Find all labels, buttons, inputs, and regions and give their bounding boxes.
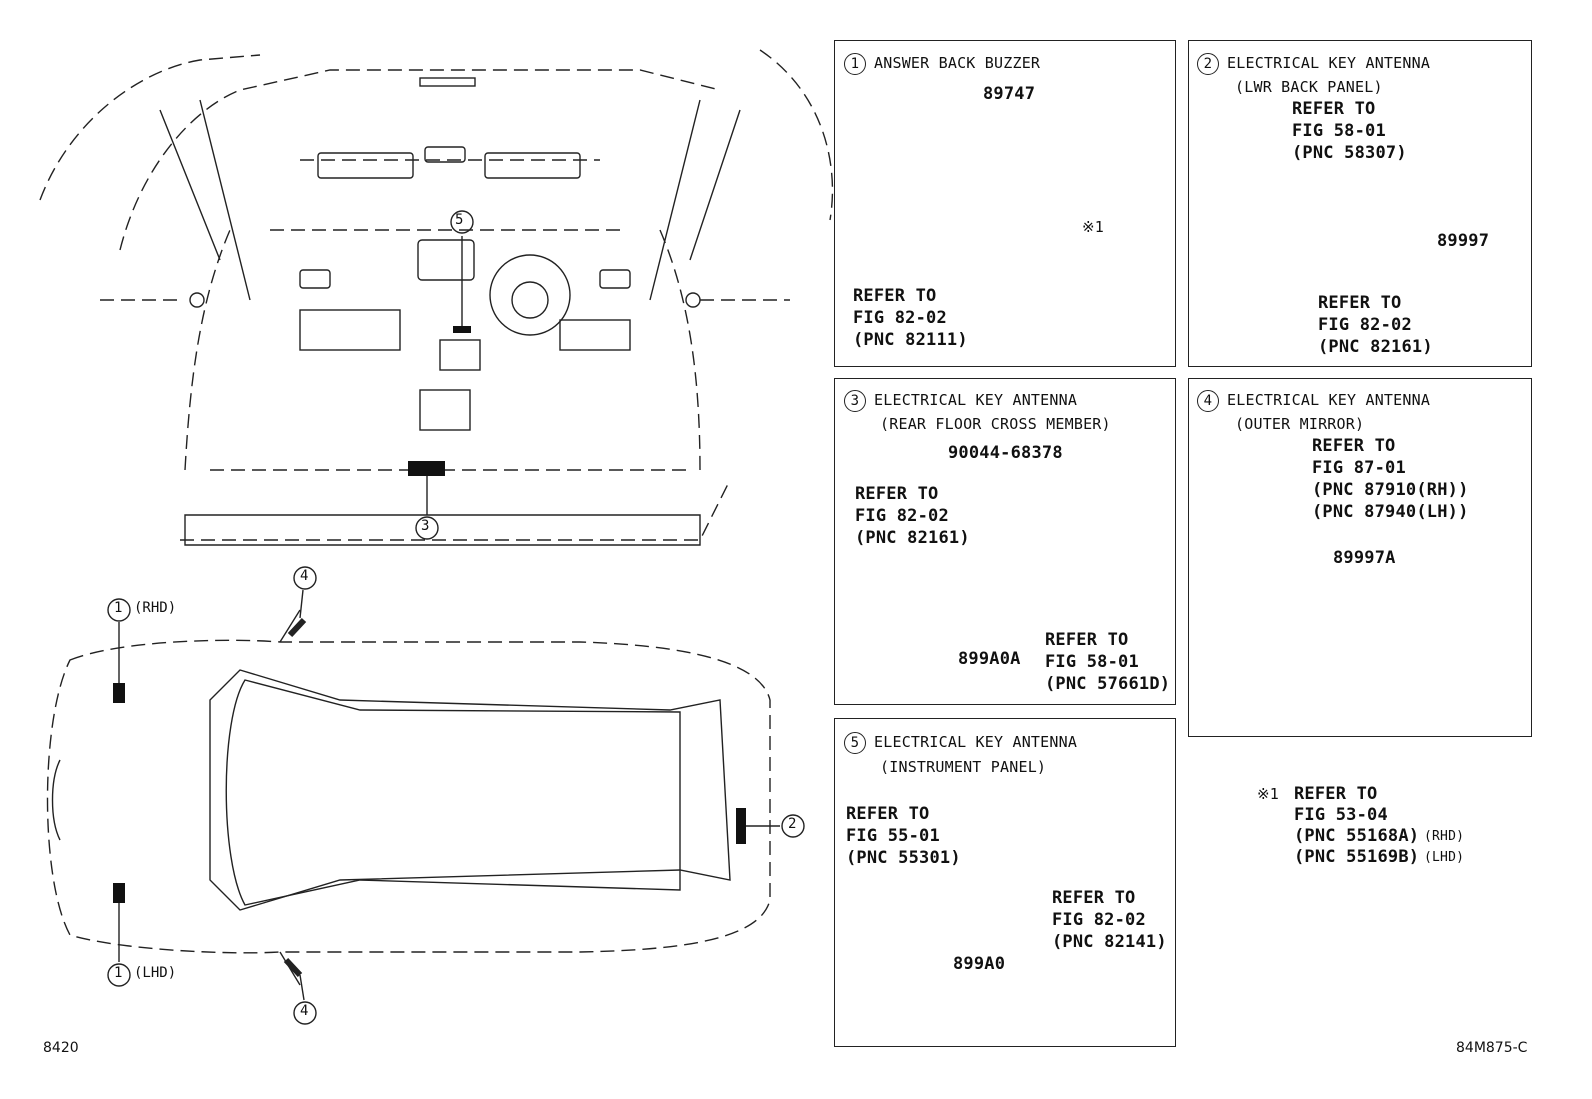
callout-1-lhd: 1 <box>114 965 123 981</box>
callout-3-interior: 3 <box>421 518 430 534</box>
part-899a0[interactable]: 899A0 <box>953 954 1006 974</box>
footnote-lhd: (LHD) <box>1424 850 1465 865</box>
panel-3-title: ELECTRICAL KEY ANTENNA <box>874 391 1078 409</box>
panel-3-number: 3 <box>844 389 866 412</box>
panel-4-subtitle: (OUTER MIRROR) <box>1235 415 1365 433</box>
part-90044-68378[interactable]: 90044-68378 <box>948 443 1063 463</box>
ref-line: REFER TO <box>846 804 930 824</box>
part-89997a[interactable]: 89997A <box>1333 548 1396 568</box>
ref-line: REFER TO <box>855 484 939 504</box>
callout-4-bottom: 4 <box>300 1003 309 1019</box>
ref-line: REFER TO <box>1318 293 1402 313</box>
ref-line: (PNC 55301) <box>846 848 961 868</box>
ref-line: (PNC 82161) <box>1318 337 1433 357</box>
ref-line: (PNC 57661D) <box>1045 674 1171 694</box>
panel-5-title: ELECTRICAL KEY ANTENNA <box>874 733 1078 751</box>
panel-5-subtitle: (INSTRUMENT PANEL) <box>880 758 1047 776</box>
footnote-line: REFER TO <box>1294 784 1378 804</box>
panel-1-title: ANSWER BACK BUZZER <box>874 54 1041 72</box>
footnote-rhd: (RHD) <box>1424 829 1465 844</box>
ref-line: (PNC 58307) <box>1292 143 1407 163</box>
part-899a0a[interactable]: 899A0A <box>958 649 1021 669</box>
note-mark-1: ※1 <box>1082 218 1104 236</box>
panel-2-heading: 2 ELECTRICAL KEY ANTENNA <box>1197 52 1430 75</box>
panel-4-heading: 4 ELECTRICAL KEY ANTENNA <box>1197 389 1430 412</box>
ref-line[interactable]: FIG 82-02 <box>1052 910 1146 930</box>
ref-line: (PNC 87910(RH)) <box>1312 480 1469 500</box>
callout-4-top: 4 <box>300 568 309 584</box>
panel-5-heading: 5 ELECTRICAL KEY ANTENNA <box>844 731 1077 754</box>
panel-1-number: 1 <box>844 52 866 75</box>
panel-2-number: 2 <box>1197 52 1219 75</box>
ref-line: REFER TO <box>853 286 937 306</box>
ref-line: (PNC 82161) <box>855 528 970 548</box>
panel-5-number: 5 <box>844 731 866 754</box>
ref-line[interactable]: FIG 55-01 <box>846 826 940 846</box>
ref-line: REFER TO <box>1045 630 1129 650</box>
label-lhd: (LHD) <box>134 965 177 981</box>
diagram-code: 84M875-C <box>1456 1040 1528 1056</box>
panel-4-number: 4 <box>1197 389 1219 412</box>
callout-5-interior: 5 <box>455 212 464 228</box>
panel-lwr-back-antenna <box>1188 40 1532 367</box>
panel-1-heading: 1 ANSWER BACK BUZZER <box>844 52 1040 75</box>
footnote-mark: ※1 <box>1257 785 1279 803</box>
ref-line[interactable]: FIG 58-01 <box>1292 121 1386 141</box>
footnote-line: (PNC 55169B) <box>1294 847 1420 867</box>
interior-view <box>39 49 834 541</box>
ref-line: (PNC 82141) <box>1052 932 1167 952</box>
part-89747[interactable]: 89747 <box>983 84 1036 104</box>
footnote-line: (PNC 55168A) <box>1294 826 1420 846</box>
panel-2-subtitle: (LWR BACK PANEL) <box>1235 78 1383 96</box>
panel-answer-back-buzzer <box>834 40 1176 367</box>
panel-4-title: ELECTRICAL KEY ANTENNA <box>1227 391 1431 409</box>
callout-2-exterior: 2 <box>788 816 797 832</box>
ref-line[interactable]: FIG 58-01 <box>1045 652 1139 672</box>
ref-line: (PNC 87940(LH)) <box>1312 502 1469 522</box>
illustration-number: 8420 <box>43 1040 79 1056</box>
ref-line[interactable]: FIG 87-01 <box>1312 458 1406 478</box>
panel-instrument-panel-antenna <box>834 718 1176 1047</box>
ref-line: REFER TO <box>1312 436 1396 456</box>
callout-1-rhd: 1 <box>114 600 123 616</box>
exterior-top-view <box>46 609 771 986</box>
panel-rear-floor-antenna <box>834 378 1176 705</box>
footnote-line[interactable]: FIG 53-04 <box>1294 805 1388 825</box>
label-rhd: (RHD) <box>134 600 177 616</box>
ref-line[interactable]: FIG 82-02 <box>853 308 947 328</box>
ref-line: (PNC 82111) <box>853 330 968 350</box>
ref-line: REFER TO <box>1292 99 1376 119</box>
ref-line[interactable]: FIG 82-02 <box>855 506 949 526</box>
part-89997[interactable]: 89997 <box>1437 231 1490 251</box>
panel-2-title: ELECTRICAL KEY ANTENNA <box>1227 54 1431 72</box>
ref-line[interactable]: FIG 82-02 <box>1318 315 1412 335</box>
panel-3-subtitle: (REAR FLOOR CROSS MEMBER) <box>880 415 1111 433</box>
ref-line: REFER TO <box>1052 888 1136 908</box>
panel-3-heading: 3 ELECTRICAL KEY ANTENNA <box>844 389 1077 412</box>
panel-outer-mirror-antenna <box>1188 378 1532 737</box>
